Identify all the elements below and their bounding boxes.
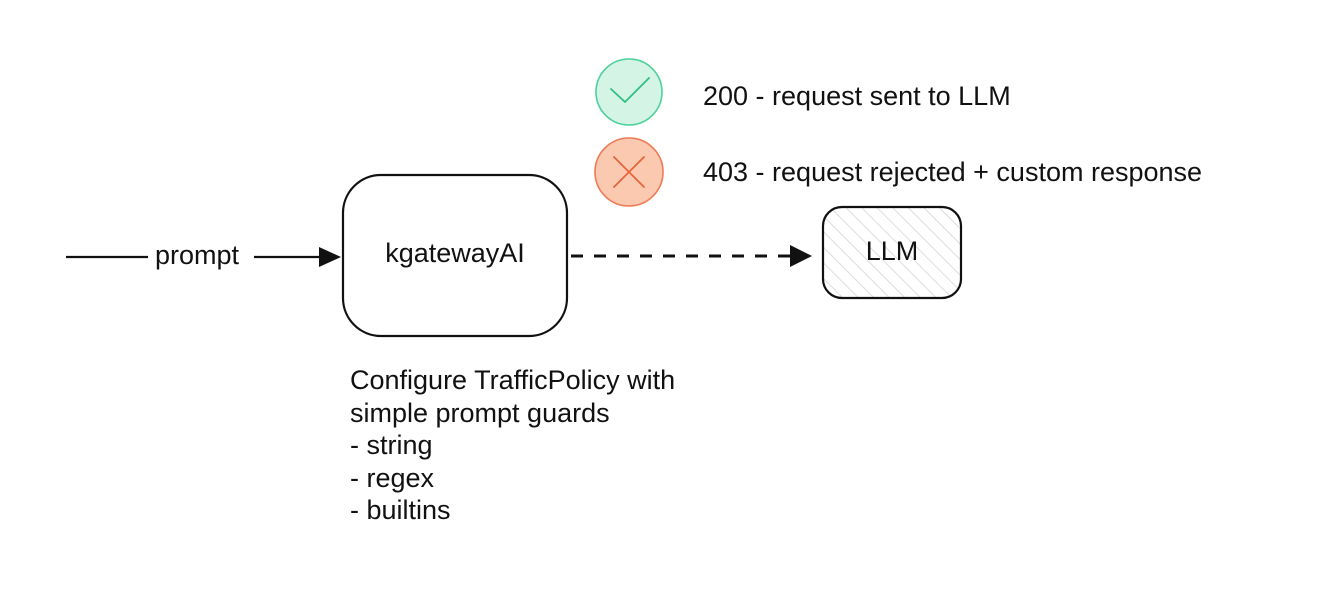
note-item-string: - string [350,430,433,460]
llm-label: LLM [865,236,919,266]
x-icon [613,156,645,188]
legend-ok-text: 200 - request sent to LLM [703,81,1011,111]
prompt-label: prompt [155,240,240,270]
check-circle [595,58,663,126]
request-arrowhead [790,245,812,267]
check-icon [610,77,650,103]
kgateway-node [341,173,569,338]
prompt-arrowhead [319,247,341,267]
note-subtitle: simple prompt guards [350,397,610,428]
note-item-regex: - regex [350,462,435,493]
note-title: Configure TrafficPolicy with [350,365,676,395]
legend-ok-marker [595,58,663,126]
prompt-guards-note: Configure TrafficPolicy with simple prom… [350,364,675,527]
note-item-builtins: - builtins [350,495,451,525]
legend-rejected-text: 403 - request rejected + custom response [703,157,1203,187]
llm-node [821,205,963,300]
legend-rejected-marker [594,137,664,207]
kgateway-label: kgatewayAI [385,238,525,268]
